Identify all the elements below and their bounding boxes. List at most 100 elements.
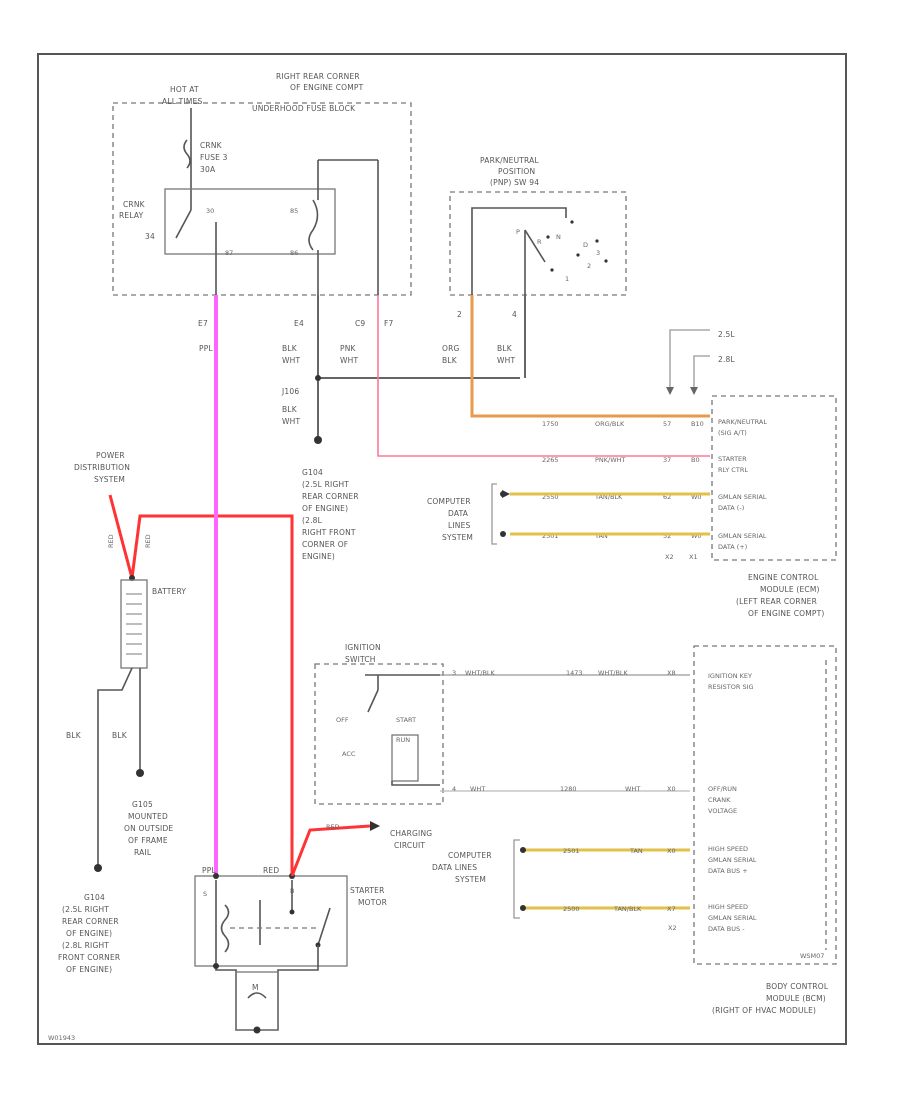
g104b-label-4: OF ENGINE) [66, 929, 112, 938]
hot-at-label-1: HOT AT [170, 85, 199, 94]
wire-pnk-wht [377, 295, 710, 457]
bcm-tag: WSM07 [800, 952, 824, 960]
svg-text:X8: X8 [667, 669, 676, 677]
computer-data2-label-2: DATA LINES [432, 863, 477, 872]
diagram-frame [37, 53, 847, 1045]
relay-pin-30: 30 [206, 207, 214, 215]
pnp-letter-2: 2 [587, 262, 591, 270]
pnp-letter-n: N [556, 233, 561, 241]
svg-text:57: 57 [663, 420, 671, 428]
computer-data-label-4: SYSTEM [442, 533, 473, 542]
crank-relay-label-1: CRNK [123, 200, 146, 209]
ign-acc: ACC [342, 750, 356, 758]
ground-g105-icon [136, 769, 144, 777]
svg-text:W0: W0 [691, 532, 702, 540]
ign-off: OFF [336, 716, 349, 724]
g104-label-8: ENGINE) [302, 552, 335, 561]
blk-wht-label-1: BLK [282, 344, 298, 353]
g104b-label-2: (2.5L RIGHT [62, 905, 109, 914]
red-label-2: RED [144, 534, 152, 548]
crank-fuse-label-3: 30A [200, 165, 216, 174]
ignition-label-1: IGNITION [345, 643, 381, 652]
g105-label-2: MOUNTED [128, 812, 168, 821]
svg-text:2501: 2501 [542, 532, 559, 540]
power-dist-label-3: SYSTEM [94, 475, 125, 484]
blk-wht-label-5: BLK [497, 344, 513, 353]
wire-e7-label: E7 [198, 319, 208, 328]
crank-relay-label-2: RELAY [119, 211, 144, 220]
ecm-conn-x2: X2 [665, 553, 674, 561]
fuse-block-label-2: OF ENGINE COMPT [290, 83, 364, 92]
footer-code: W01943 [48, 1034, 75, 1042]
svg-text:RESISTOR SIG: RESISTOR SIG [708, 683, 754, 691]
pnp-label-1: PARK/NEUTRAL [480, 156, 539, 165]
battery-icon [120, 579, 148, 669]
starter-motor-box [194, 875, 348, 967]
svg-text:2550: 2550 [542, 493, 559, 501]
g104b-label-5: (2.8L RIGHT [62, 941, 109, 950]
bcm-row-data-minus: 2500 TAN/BLK X7 HIGH SPEED GMLAN SERIAL … [563, 903, 757, 933]
svg-text:2265: 2265 [542, 456, 559, 464]
svg-text:DATA BUS +: DATA BUS + [708, 867, 748, 875]
relay-pin-85: 85 [290, 207, 298, 215]
computer-data-label-1: COMPUTER [427, 497, 471, 506]
g104b-label-6: FRONT CORNER [58, 953, 120, 962]
svg-text:B10: B10 [691, 420, 704, 428]
starter-label-1: STARTER [350, 886, 385, 895]
ecm-conn-x1: X1 [689, 553, 698, 561]
svg-text:W0: W0 [691, 493, 702, 501]
hot-at-label-2: ALL TIMES [162, 97, 202, 106]
blk-right-label: BLK [112, 731, 128, 740]
charging-label-1: CHARGING [390, 829, 432, 838]
ground-g104b-icon [94, 864, 102, 872]
computer-data-label-3: LINES [448, 521, 471, 530]
ecm-row-data-minus: 2550 TAN/BLK 62 W0 GMLAN SERIAL DATA (-) [542, 493, 767, 512]
ecm-row-pnp: 1750 ORG/BLK 57 B10 PARK/NEUTRAL (SIG A/… [542, 418, 767, 437]
underhood-fuse-block [112, 102, 412, 296]
g104-label-6: RIGHT FRONT [302, 528, 356, 537]
svg-text:TAN/BLK: TAN/BLK [594, 493, 623, 501]
ecm-title-3: (LEFT REAR CORNER [736, 597, 817, 606]
ecm-title-1: ENGINE CONTROL [748, 573, 819, 582]
svg-text:2501: 2501 [563, 847, 580, 855]
svg-text:4: 4 [452, 785, 456, 793]
pnp-letter-d: D [583, 241, 588, 249]
blk-wht-label-3: BLK [282, 405, 298, 414]
ign-run: RUN [396, 736, 410, 744]
pnk-wht-label-2: WHT [340, 356, 358, 365]
ignition-switch [314, 663, 444, 805]
power-dist-label-2: DISTRIBUTION [74, 463, 130, 472]
svg-text:CRANK: CRANK [708, 796, 731, 804]
ign-start: START [396, 716, 416, 724]
wire-red-starter [130, 514, 294, 876]
computer-data2-label-3: SYSTEM [455, 875, 486, 884]
svg-text:HIGH SPEED: HIGH SPEED [708, 845, 748, 853]
svg-text:62: 62 [663, 493, 671, 501]
wire-e4-label: E4 [294, 319, 304, 328]
svg-text:DATA (-): DATA (-) [718, 504, 744, 512]
svg-text:37: 37 [663, 456, 671, 464]
svg-text:ORG/BLK: ORG/BLK [595, 420, 625, 428]
svg-text:TAN: TAN [594, 532, 608, 540]
ecm-row-data-plus: 2501 TAN 52 W0 GMLAN SERIAL DATA (+) [542, 532, 767, 551]
red-charge-label: RED [326, 823, 340, 831]
motor-label: M [252, 983, 259, 992]
relay-coil-icon [308, 199, 319, 251]
pnk-wht-label-1: PNK [340, 344, 357, 353]
g104b-label-1: G104 [84, 893, 105, 902]
bcm-conn-x2: X2 [668, 924, 677, 932]
computer-data-label-2: DATA [448, 509, 469, 518]
pnp-switch-icon [524, 229, 546, 263]
charging-label-2: CIRCUIT [394, 841, 425, 850]
svg-text:52: 52 [663, 532, 671, 540]
relay-switch-icon [175, 209, 192, 239]
svg-text:WHT/BLK: WHT/BLK [465, 669, 496, 677]
g104-label-2: (2.5L RIGHT [302, 480, 349, 489]
starter-pin-s: S [203, 890, 207, 898]
ign-contact-box [391, 734, 419, 782]
svg-text:RLY CTRL: RLY CTRL [718, 466, 748, 474]
ecm-title-2: MODULE (ECM) [760, 585, 820, 594]
g104-label-1: G104 [302, 468, 323, 477]
g105-label-5: RAIL [134, 848, 152, 857]
